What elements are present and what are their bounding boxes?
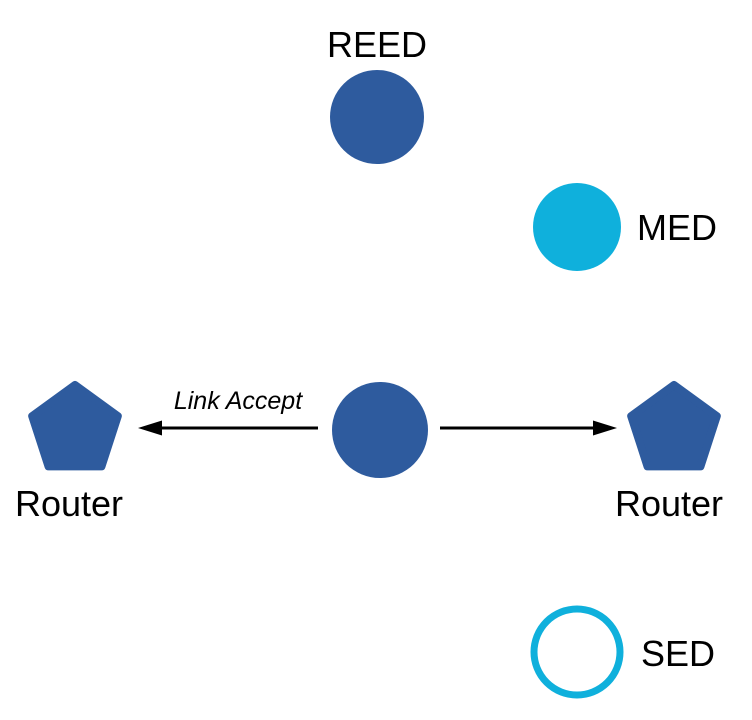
arrowhead-right-icon (593, 420, 617, 436)
link-accept-edge-label: Link Accept (174, 387, 303, 415)
sed-node-circle (530, 605, 624, 699)
reed-label: REED (327, 24, 427, 65)
router-right-pentagon (627, 381, 721, 471)
sed-label: SED (641, 633, 715, 674)
center-node-circle (332, 382, 428, 478)
med-label: MED (637, 207, 717, 248)
arrowhead-left-icon (138, 420, 162, 436)
router-right-label: Router (615, 483, 723, 524)
med-node-circle (533, 183, 621, 271)
reed-node-circle (330, 70, 424, 164)
router-left-label: Router (15, 483, 123, 524)
router-left-pentagon (28, 381, 122, 471)
